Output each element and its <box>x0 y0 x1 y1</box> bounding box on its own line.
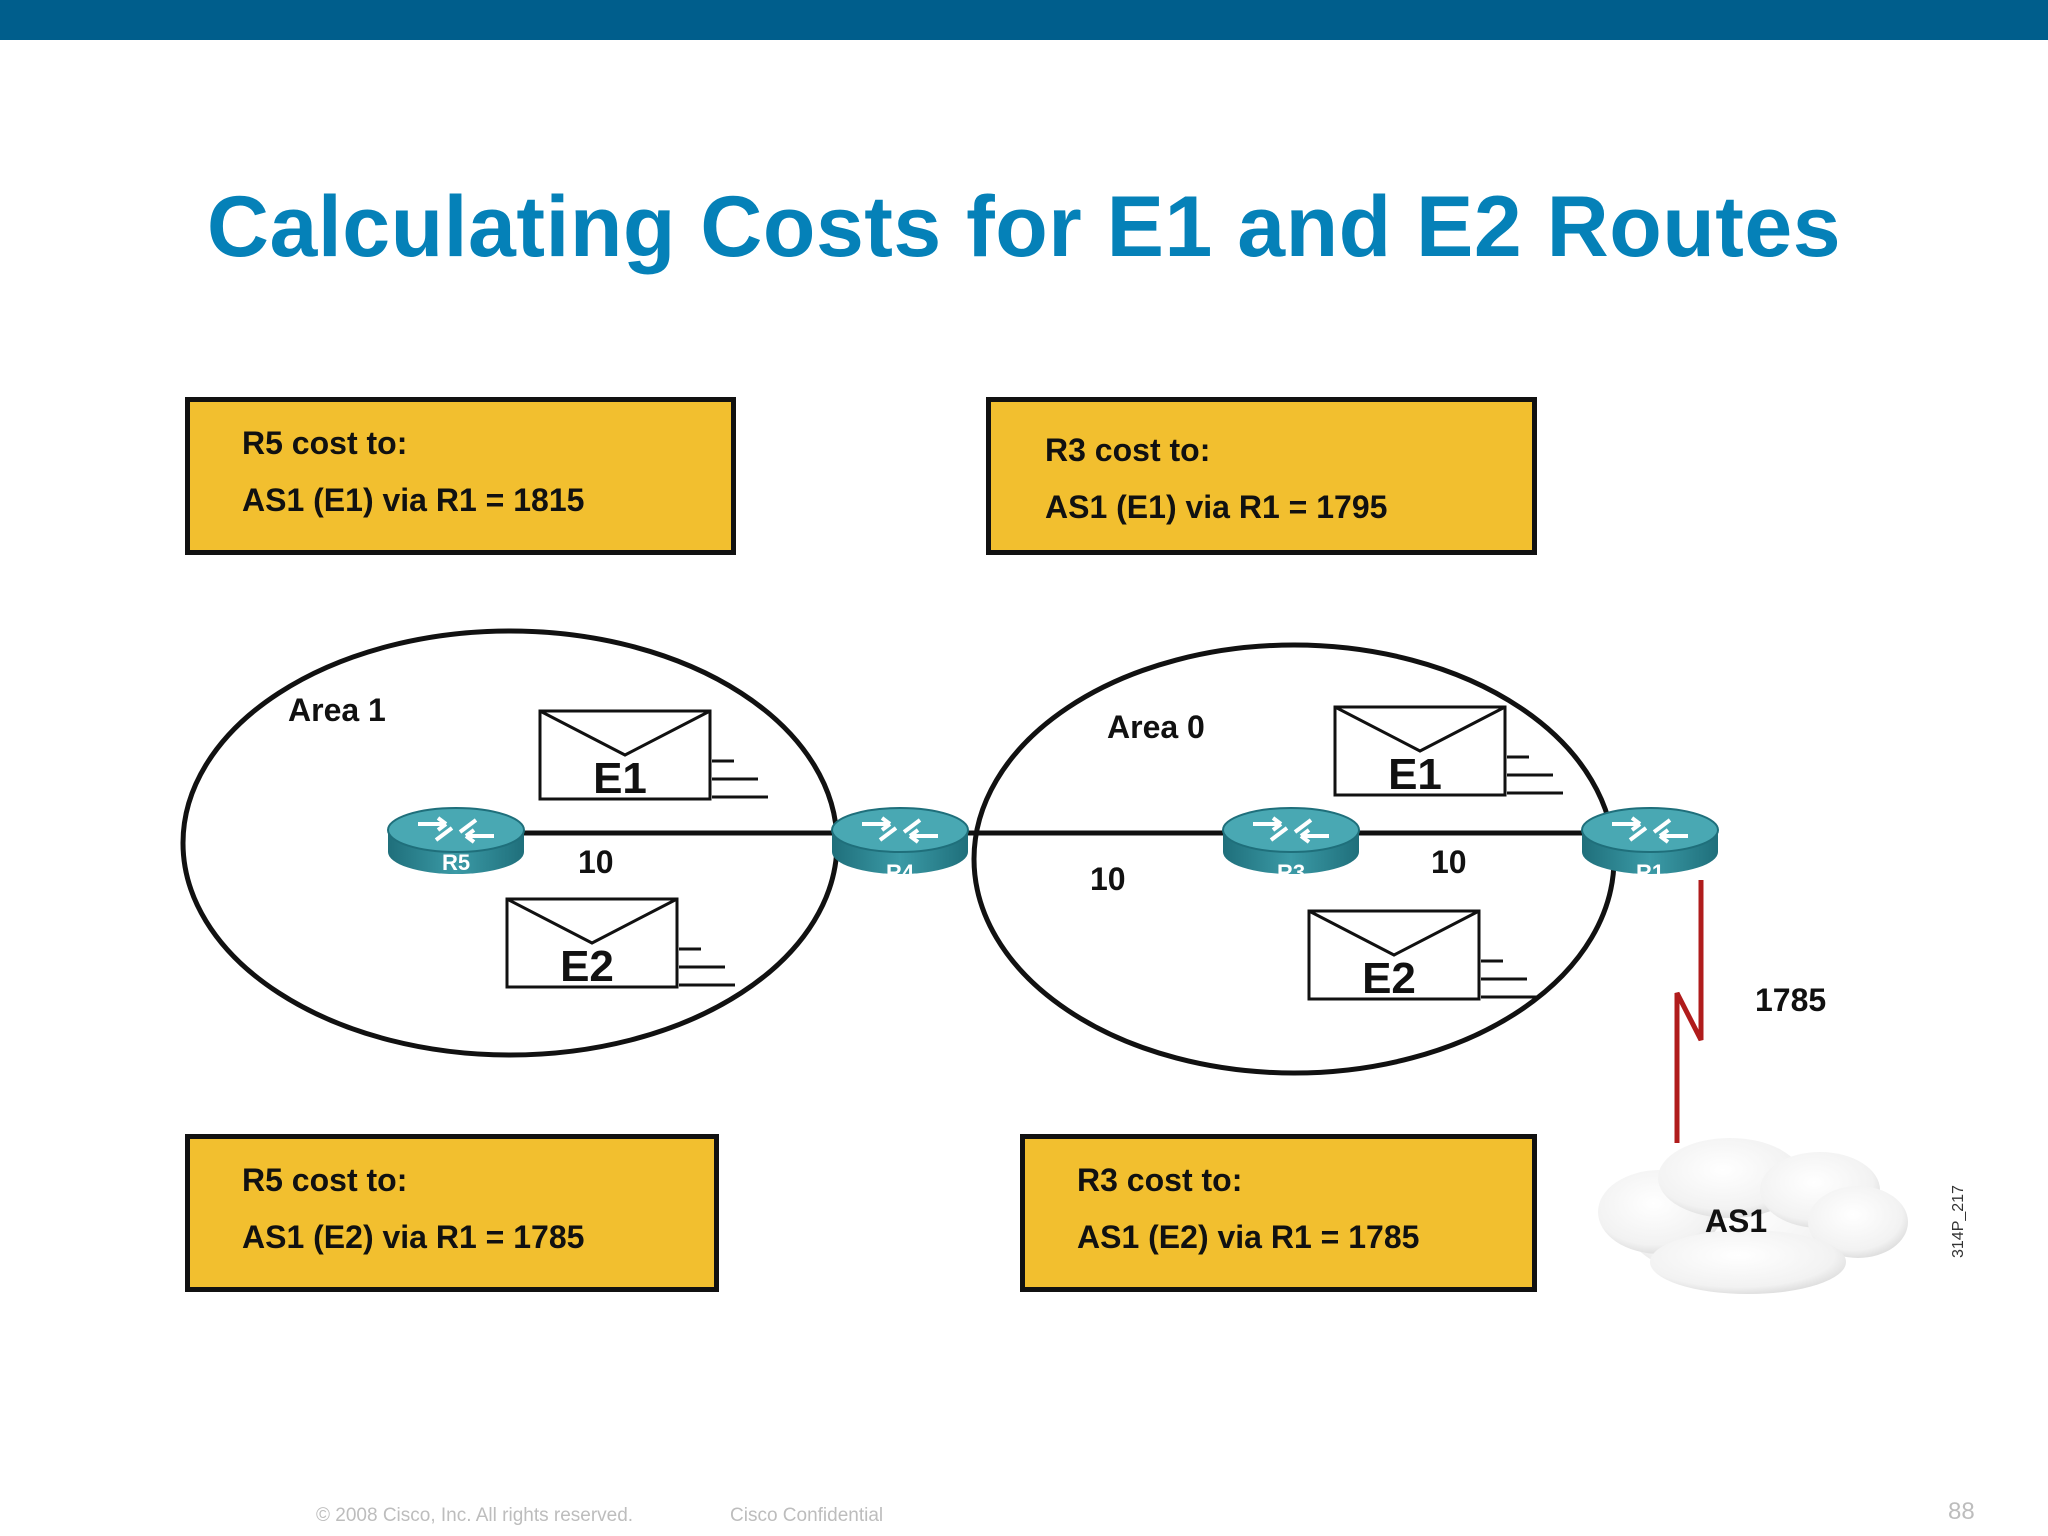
router-icon[interactable]: R3 <box>1222 807 1360 885</box>
cost-box-detail: AS1 (E1) via R1 = 1815 <box>242 482 585 518</box>
cost-box-detail: AS1 (E1) via R1 = 1795 <box>1045 489 1388 525</box>
envelope-label: E2 <box>560 942 614 991</box>
cost-box-heading: R5 cost to: <box>242 425 408 461</box>
cost-box-r3-e2: R3 cost to: AS1 (E2) via R1 = 1785 <box>1020 1134 1537 1292</box>
envelope-label: E1 <box>1388 750 1442 799</box>
link-cost-r3-r1: 10 <box>1431 844 1467 880</box>
slide-title: Calculating Costs for E1 and E2 Routes <box>206 179 1842 275</box>
cost-box-r5-e2: R5 cost to: AS1 (E2) via R1 = 1785 <box>185 1134 719 1292</box>
footer-copyright: © 2008 Cisco, Inc. All rights reserved. <box>316 1505 634 1526</box>
cost-box-heading: R3 cost to: <box>1077 1162 1243 1198</box>
page-number: 88 <box>1948 1498 1975 1525</box>
envelope-label: E1 <box>593 754 647 803</box>
router-icon[interactable]: R4 <box>831 807 969 885</box>
router-label: R5 <box>442 850 470 875</box>
cost-box-r3-e1: R3 cost to: AS1 (E1) via R1 = 1795 <box>986 397 1537 555</box>
router-label: R4 <box>886 860 915 885</box>
envelope-icon: E1 <box>538 709 768 803</box>
link-cost-r5-r4: 10 <box>578 844 614 880</box>
envelope-label: E2 <box>1362 954 1416 1003</box>
serial-link-icon <box>1674 880 1704 1143</box>
area-1-label: Area 1 <box>288 692 386 728</box>
cost-box-heading: R5 cost to: <box>242 1162 408 1198</box>
figure-id: 314P_217 <box>1950 1185 1967 1258</box>
header-bar <box>0 0 2048 40</box>
cost-box-heading: R3 cost to: <box>1045 432 1211 468</box>
cost-box-detail: AS1 (E2) via R1 = 1785 <box>1077 1219 1420 1255</box>
cost-box-detail: AS1 (E2) via R1 = 1785 <box>242 1219 585 1255</box>
router-icon[interactable]: R1 <box>1581 807 1719 885</box>
cloud-icon: AS1 <box>1598 1138 1908 1294</box>
router-icon[interactable]: R5 <box>387 807 525 875</box>
envelope-icon: E1 <box>1333 705 1563 799</box>
link-cost-r4-r3: 10 <box>1090 861 1126 897</box>
as1-label: AS1 <box>1705 1203 1767 1239</box>
router-label: R1 <box>1636 860 1664 885</box>
router-label: R3 <box>1277 860 1305 885</box>
envelope-icon: E2 <box>1307 909 1537 1003</box>
area-0-label: Area 0 <box>1107 709 1205 745</box>
link-cost-r1-as1: 1785 <box>1755 982 1826 1018</box>
envelope-icon: E2 <box>505 897 735 991</box>
footer-confidential: Cisco Confidential <box>730 1505 884 1526</box>
cost-box-r5-e1: R5 cost to: AS1 (E1) via R1 = 1815 <box>185 397 736 555</box>
